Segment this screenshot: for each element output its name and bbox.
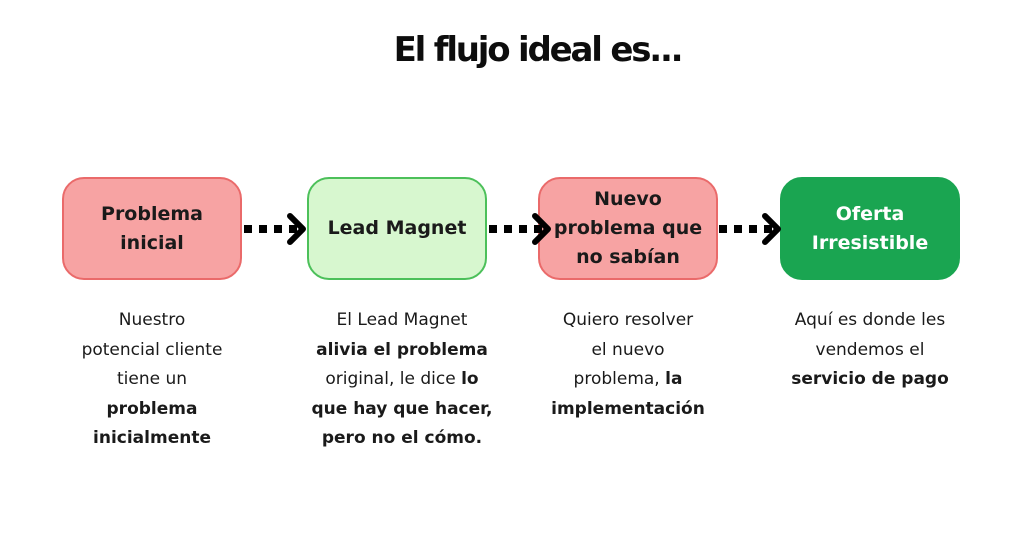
description-line: original, le dice lo — [325, 369, 479, 389]
description-line: Quiero resolver — [562, 310, 694, 330]
description-line: inicialmente — [93, 428, 211, 448]
dotted-arrow-right-icon — [719, 213, 781, 245]
description-line: alivia el problema — [316, 339, 488, 360]
description-line: pero no el cómo. — [321, 428, 483, 448]
step-label-line: problema que — [553, 217, 703, 239]
step-description-lead-magnet: El Lead Magnet alivia el problema origin… — [302, 306, 502, 454]
description-line: Nuestro — [118, 310, 186, 330]
description-line: tiene un — [116, 369, 188, 389]
description-line: el nuevo — [591, 339, 665, 360]
step-label-line: no sabían — [576, 246, 680, 268]
step-box-nuevo-problema: Nuevo problema que no sabían — [538, 177, 718, 280]
description-line: vendemos el — [815, 339, 925, 360]
step-description-oferta-irresistible: Aquí es donde les vendemos el servicio d… — [770, 306, 970, 395]
step-box-lead-magnet: Lead Magnet — [307, 177, 487, 280]
description-line: que hay que hacer, — [311, 398, 493, 419]
description-line: El Lead Magnet — [336, 310, 468, 330]
dotted-arrow-right-icon — [489, 213, 551, 245]
step-label-line: Lead Magnet — [327, 217, 467, 239]
step-description-problema-inicial: Nuestro potencial cliente tiene un probl… — [52, 306, 252, 454]
step-box-oferta-irresistible: Oferta Irresistible — [780, 177, 960, 280]
dotted-arrow-right-icon — [244, 213, 306, 245]
description-line: servicio de pago — [791, 369, 949, 389]
step-label-line: Problema — [101, 202, 203, 225]
step-label-line: Nuevo — [594, 188, 662, 210]
description-line: implementación — [551, 398, 705, 419]
description-line: problema, la — [573, 369, 683, 389]
diagram-title: El flujo ideal es... — [393, 30, 684, 70]
step-description-nuevo-problema: Quiero resolver el nuevo problema, la im… — [528, 306, 728, 424]
step-label-line: Oferta — [835, 202, 905, 225]
description-line: problema — [106, 398, 198, 419]
step-label-line: inicial — [120, 231, 184, 254]
description-line: potencial cliente — [81, 339, 223, 360]
step-box-problema-inicial: Problema inicial — [62, 177, 242, 280]
step-label-line: Irresistible — [811, 231, 929, 254]
description-line: Aquí es donde les — [794, 310, 946, 330]
